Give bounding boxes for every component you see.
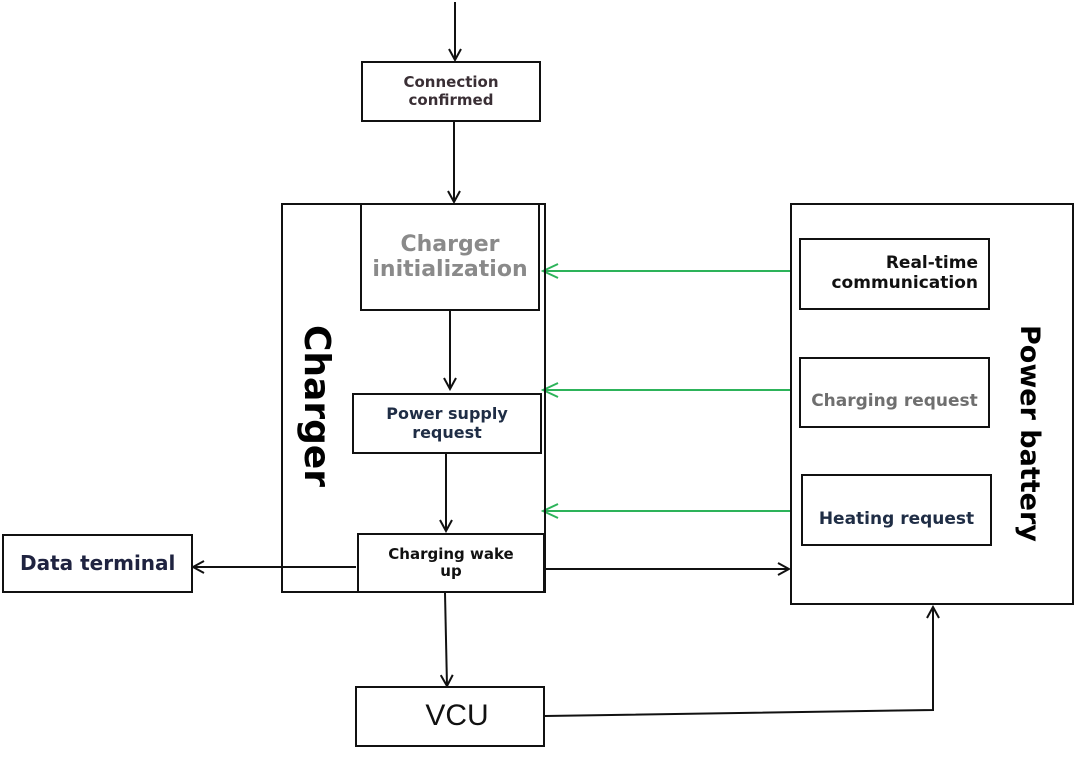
charger-group-label: Charger [296, 325, 337, 488]
power-battery-group [790, 203, 1074, 605]
node-vcu: VCU [355, 686, 545, 747]
arrow-vcu-to-power-battery [544, 607, 933, 717]
power-battery-group-label: Power battery [1014, 325, 1045, 542]
node-charger-initialization: Charger initialization [360, 203, 540, 311]
node-charging-request: Charging request [799, 357, 990, 428]
node-charging-wake-up: Charging wake up [357, 533, 546, 593]
node-real-time-communication: Real-time communication [799, 238, 990, 310]
arrow-wakeup-to-vcu [445, 592, 447, 686]
node-connection-confirmed: Connection confirmed [361, 61, 541, 122]
node-power-supply-request: Power supply request [352, 393, 542, 454]
node-heating-request: Heating request [801, 474, 992, 546]
node-data-terminal: Data terminal [2, 534, 193, 593]
